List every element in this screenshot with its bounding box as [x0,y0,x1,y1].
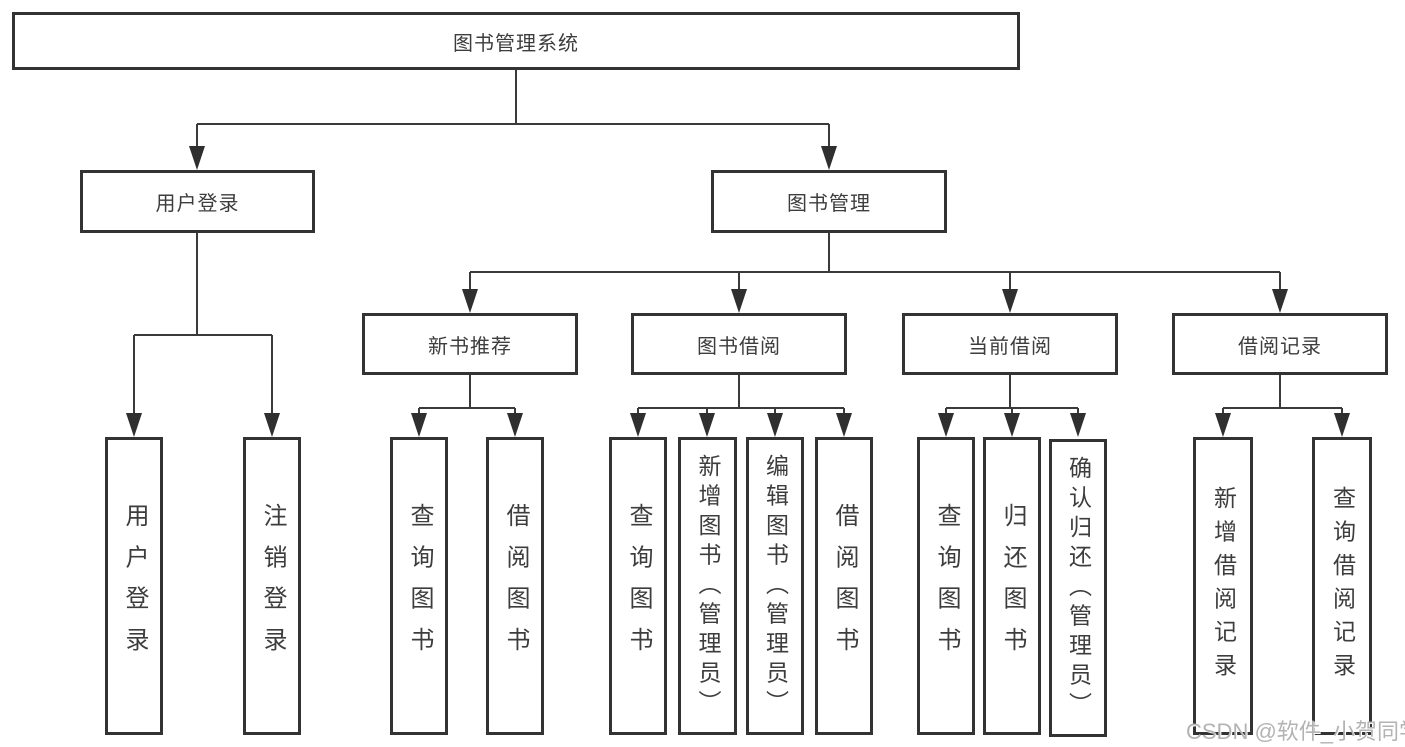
leaf-query-books-borrowing-label: 查询图书 [625,503,652,669]
node-library-system-label: 图书管理系统 [453,32,579,55]
leaf-query-books-recommend-label: 查询图书 [406,503,433,669]
node-user-login: 用户登录 [80,170,315,233]
node-book-management-label: 图书管理 [787,193,871,215]
node-book-borrowing-label: 图书借阅 [697,335,781,358]
arrowheads [126,146,1350,437]
leaf-query-books-borrowing: 查询图书 [609,437,667,735]
leaf-logout: 注销登录 [243,437,301,735]
leaf-user-login: 用户登录 [105,437,163,735]
leaf-return-books-label: 归还图书 [999,503,1026,669]
leaf-confirm-return-admin-label: 确认归还（管理员） [1065,455,1092,721]
node-borrowing-records-label: 借阅记录 [1238,335,1322,358]
node-new-book-recommend: 新书推荐 [362,313,578,375]
leaf-query-books-recommend: 查询图书 [390,437,448,735]
csdn-watermark: CSDN @软件_小贺同学 [1186,719,1405,744]
node-book-management: 图书管理 [711,170,947,233]
leaf-query-borrow-record: 查询借阅记录 [1312,437,1372,735]
leaf-query-borrow-record-label: 查询借阅记录 [1329,485,1356,687]
node-borrowing-records: 借阅记录 [1172,313,1388,375]
leaf-borrow-books-borrowing: 借阅图书 [815,437,873,735]
leaf-borrow-books-borrowing-label: 借阅图书 [831,503,858,669]
node-book-borrowing: 图书借阅 [631,313,847,375]
node-current-borrowing-label: 当前借阅 [968,335,1052,358]
node-user-login-label: 用户登录 [155,193,240,215]
leaf-edit-book-admin-label: 编辑图书（管理员） [762,453,789,719]
node-library-system: 图书管理系统 [12,12,1020,70]
leaf-borrow-books-recommend-label: 借阅图书 [502,503,529,669]
leaf-confirm-return-admin: 确认归还（管理员） [1049,439,1107,737]
node-new-book-recommend-label: 新书推荐 [428,335,512,358]
leaf-query-books-current: 查询图书 [917,437,975,735]
leaf-add-book-admin-label: 新增图书（管理员） [695,453,721,719]
leaf-borrow-books-recommend: 借阅图书 [486,437,544,735]
leaf-return-books: 归还图书 [983,437,1041,735]
leaf-query-books-current-label: 查询图书 [933,503,960,669]
leaf-user-login-label: 用户登录 [121,503,148,669]
leaf-add-borrow-record: 新增借阅记录 [1193,437,1253,735]
leaf-add-book-admin: 新增图书（管理员） [678,437,737,735]
leaf-add-borrow-record-label: 新增借阅记录 [1210,485,1237,687]
node-current-borrowing: 当前借阅 [902,313,1118,375]
leaf-edit-book-admin: 编辑图书（管理员） [746,437,804,735]
leaf-logout-label: 注销登录 [259,503,286,669]
